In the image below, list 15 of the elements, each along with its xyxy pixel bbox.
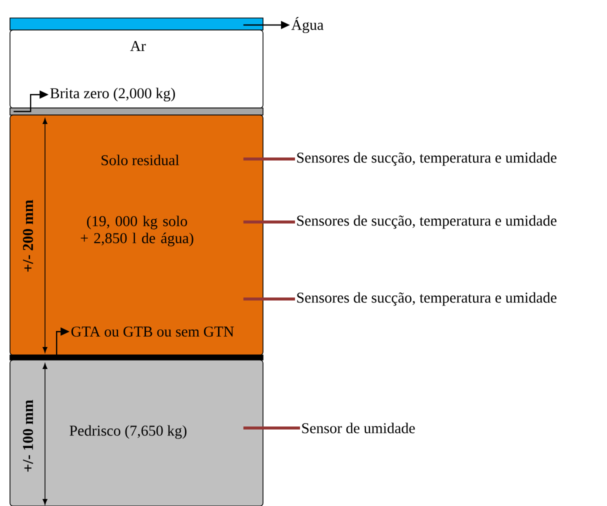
leader-line <box>243 298 295 300</box>
layer-label: Brita zero (2,000 kg) <box>50 88 175 102</box>
sensor-label: Sensores de sucção, temperatura e umidade <box>297 292 556 306</box>
dimension-label: +/- 100 mm <box>22 400 34 472</box>
dimension-label: +/- 200 mm <box>22 200 34 272</box>
sensor-label: Sensores de sucção, temperatura e umidade <box>297 152 556 166</box>
water-label: Água <box>291 16 324 34</box>
sensor-label: Sensor de umidade <box>302 422 415 434</box>
gravel-band <box>10 108 264 116</box>
leader-line <box>243 158 295 160</box>
sensor-label: Sensores de sucção, temperatura e umidade <box>297 215 556 229</box>
leader-line <box>243 220 295 224</box>
leader-line <box>243 426 300 430</box>
water-band <box>10 18 264 30</box>
layer-label: GTA ou GTB ou sem GTN <box>71 326 234 337</box>
